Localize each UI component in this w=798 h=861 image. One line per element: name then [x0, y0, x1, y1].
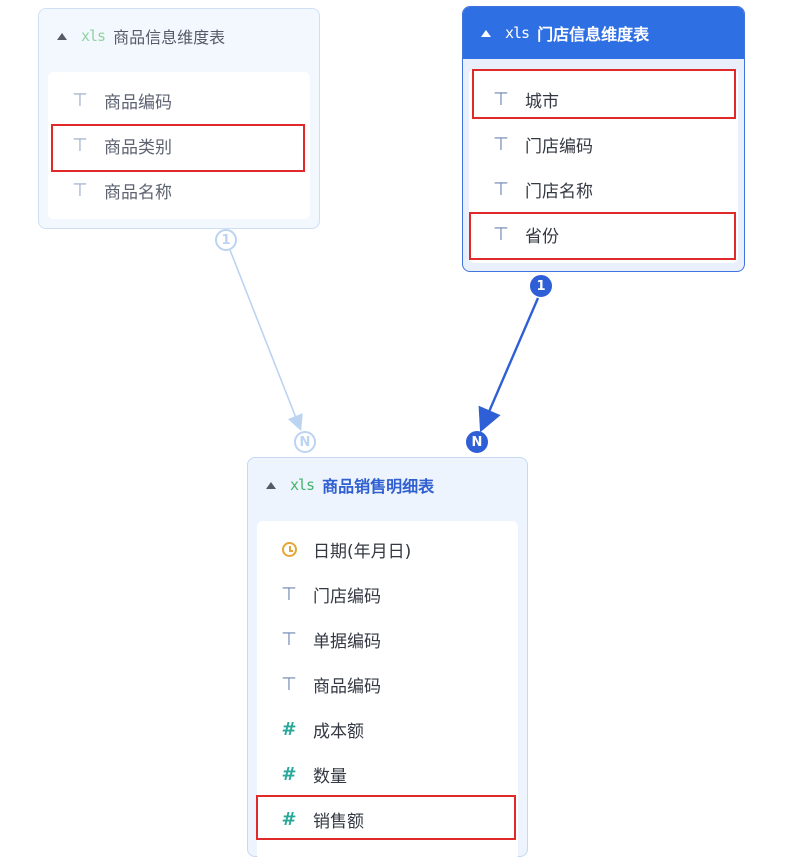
- field-row[interactable]: ⊤ 门店编码: [257, 572, 518, 617]
- relation-line-store-sales[interactable]: [478, 297, 540, 433]
- relationship-lines: [229, 249, 540, 433]
- field-label: 门店编码: [313, 587, 381, 607]
- field-label: 单据编码: [313, 632, 381, 652]
- clock-icon: [279, 542, 299, 557]
- table-card-sales-fact[interactable]: xls 商品销售明细表 日期(年月日) ⊤ 门店编码 ⊤ 单据编码 ⊤ 商品编码…: [247, 457, 528, 861]
- field-label: 门店名称: [525, 182, 593, 202]
- field-row[interactable]: # 数量: [257, 752, 518, 797]
- field-row[interactable]: ⊤ 商品编码: [257, 662, 518, 707]
- cardinality-many-badge: N: [294, 431, 316, 453]
- field-row[interactable]: ⊤ 商品类别: [48, 123, 310, 168]
- table-title: 商品销售明细表: [322, 477, 435, 496]
- field-list: ⊤ 商品编码 ⊤ 商品类别 ⊤ 商品名称: [48, 72, 310, 219]
- field-list: ⊤ 城市 ⊤ 门店编码 ⊤ 门店名称 ⊤ 省份: [469, 69, 738, 263]
- hash-icon: #: [281, 719, 297, 740]
- field-row[interactable]: 日期(年月日): [257, 527, 518, 572]
- field-label: 销售额: [313, 812, 364, 832]
- cardinality-one-badge: 1: [215, 229, 237, 251]
- field-label: 商品名称: [104, 183, 172, 203]
- field-list: 日期(年月日) ⊤ 门店编码 ⊤ 单据编码 ⊤ 商品编码 # 成本额 # 数量 …: [257, 521, 518, 861]
- field-row[interactable]: ⊤ 商品名称: [48, 168, 310, 213]
- cardinality-one-badge: 1: [530, 275, 552, 297]
- field-row[interactable]: ⊤ 门店名称: [469, 167, 738, 212]
- collapse-triangle-icon[interactable]: [57, 32, 67, 40]
- table-header-sales-fact[interactable]: xls 商品销售明细表: [248, 458, 527, 512]
- field-row[interactable]: ⊤ 单据编码: [257, 617, 518, 662]
- field-label: 成本额: [313, 722, 364, 742]
- table-title: 门店信息维度表: [537, 25, 650, 44]
- collapse-triangle-icon[interactable]: [266, 481, 276, 489]
- field-label: 省份: [525, 227, 559, 247]
- field-label: 数量: [313, 767, 347, 787]
- field-row[interactable]: ⊤ 门店编码: [469, 122, 738, 167]
- text-type-icon: ⊤: [281, 674, 297, 695]
- table-card-store-dim[interactable]: xls 门店信息维度表 ⊤ 城市 ⊤ 门店编码 ⊤ 门店名称 ⊤ 省份: [462, 6, 745, 272]
- field-row[interactable]: ⊤ 城市: [469, 77, 738, 122]
- xls-file-icon: xls: [290, 476, 315, 494]
- cardinality-many-badge: N: [466, 431, 488, 453]
- field-label: 商品编码: [313, 677, 381, 697]
- relation-line-product-sales[interactable]: [229, 249, 303, 431]
- field-label: 日期(年月日): [313, 542, 412, 562]
- field-row[interactable]: ⊤ 商品编码: [48, 78, 310, 123]
- table-title: 商品信息维度表: [113, 28, 226, 47]
- field-row[interactable]: # 成本额: [257, 707, 518, 752]
- field-label: 城市: [525, 92, 559, 112]
- hash-icon: #: [281, 809, 297, 830]
- text-type-icon: ⊤: [493, 224, 509, 245]
- field-row[interactable]: ⊤ 省份: [469, 212, 738, 257]
- field-label: 门店编码: [525, 137, 593, 157]
- text-type-icon: ⊤: [72, 90, 88, 111]
- text-type-icon: ⊤: [493, 134, 509, 155]
- table-header-store-dim[interactable]: xls 门店信息维度表: [463, 7, 744, 59]
- xls-file-icon: xls: [505, 24, 530, 42]
- field-label: 商品编码: [104, 93, 172, 113]
- text-type-icon: ⊤: [72, 135, 88, 156]
- table-card-product-dim[interactable]: xls 商品信息维度表 ⊤ 商品编码 ⊤ 商品类别 ⊤ 商品名称: [38, 8, 320, 229]
- text-type-icon: ⊤: [281, 629, 297, 650]
- text-type-icon: ⊤: [281, 584, 297, 605]
- text-type-icon: ⊤: [493, 179, 509, 200]
- xls-file-icon: xls: [81, 27, 106, 45]
- text-type-icon: ⊤: [493, 89, 509, 110]
- field-row[interactable]: # 销售额: [257, 797, 518, 842]
- text-type-icon: ⊤: [72, 180, 88, 201]
- field-label: 商品类别: [104, 138, 172, 158]
- collapse-triangle-icon[interactable]: [481, 29, 491, 37]
- table-header-product-dim[interactable]: xls 商品信息维度表: [39, 9, 319, 63]
- hash-icon: #: [281, 764, 297, 785]
